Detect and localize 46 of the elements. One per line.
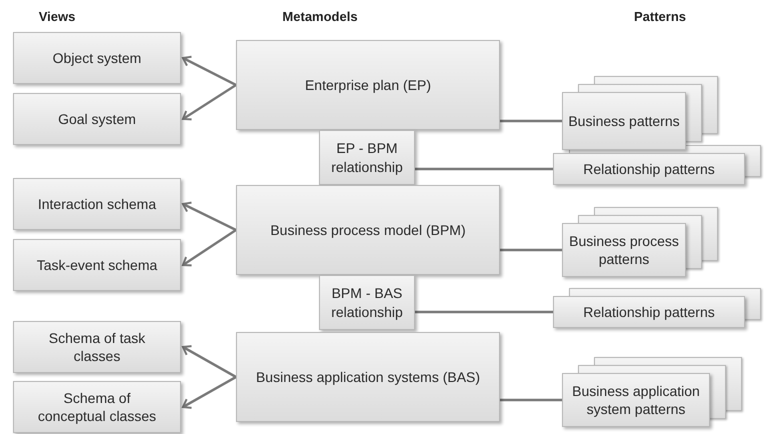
box bbox=[13, 239, 181, 291]
box bbox=[562, 373, 710, 427]
box-text: Business process patterns bbox=[568, 232, 680, 268]
box bbox=[236, 40, 500, 130]
arrow bbox=[182, 56, 237, 86]
connector-line bbox=[500, 248, 562, 252]
box-text: Task-event schema bbox=[36, 256, 158, 274]
box-text: Goal system bbox=[58, 110, 136, 128]
box bbox=[319, 275, 415, 330]
box bbox=[553, 153, 745, 185]
arrow bbox=[182, 376, 237, 409]
connector-line bbox=[500, 120, 562, 122]
box-text: Relationship patterns bbox=[583, 160, 715, 178]
arrow bbox=[182, 84, 237, 120]
arrow bbox=[182, 202, 237, 232]
box bbox=[553, 296, 745, 328]
box-text: Business application system patterns bbox=[571, 382, 701, 418]
box-text: Relationship patterns bbox=[583, 302, 715, 322]
box-text: Business patterns bbox=[568, 112, 680, 130]
box bbox=[13, 321, 181, 373]
box-text: Business process model (BPM) bbox=[270, 220, 466, 240]
arrow bbox=[182, 345, 237, 378]
box-text: Schema of conceptual classes bbox=[36, 388, 158, 426]
box bbox=[562, 223, 686, 277]
box-text: Interaction schema bbox=[38, 194, 156, 214]
box bbox=[13, 32, 181, 84]
connector-line bbox=[415, 168, 553, 170]
box-text: Schema of task classes bbox=[48, 328, 146, 366]
connector-line bbox=[500, 398, 562, 402]
box-text: Business application systems (BAS) bbox=[256, 368, 480, 386]
box-text: Enterprise plan (EP) bbox=[304, 76, 432, 94]
box bbox=[319, 130, 415, 185]
box bbox=[13, 381, 181, 433]
connector-line bbox=[415, 310, 553, 314]
box bbox=[13, 93, 181, 145]
column-heading: Views bbox=[38, 8, 76, 26]
box-text: Object system bbox=[52, 48, 142, 68]
box bbox=[236, 185, 500, 275]
box-text: BPM - BAS relationship bbox=[330, 284, 404, 321]
box bbox=[562, 92, 686, 150]
column-heading: Metamodels bbox=[282, 8, 358, 26]
arrow bbox=[182, 228, 237, 266]
box-text: EP - BPM relationship bbox=[330, 139, 404, 176]
box bbox=[236, 332, 500, 422]
column-heading: Patterns bbox=[634, 8, 686, 26]
box bbox=[13, 178, 181, 230]
